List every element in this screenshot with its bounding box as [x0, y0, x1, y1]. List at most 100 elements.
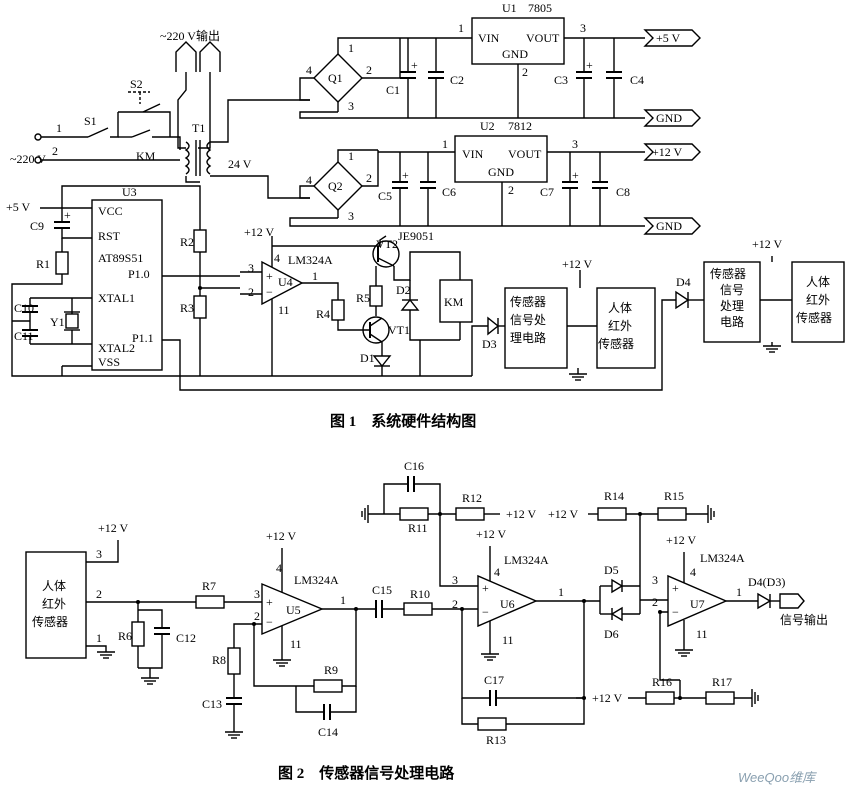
sensor-chain-2: D4 传感器信号处理电路 人体红外传感器 +12 V [675, 237, 845, 353]
vt2-label: VT2 [376, 237, 398, 251]
c9-label: C9 [30, 219, 44, 233]
c1-plus: + [411, 58, 418, 72]
u2-pin1: 1 [442, 137, 448, 151]
fig2-pir-box: 人体红外传感器 [32, 579, 68, 629]
figure-2: 人体红外传感器 3 2 1 +12 V R6 C12 [25, 459, 828, 782]
u5-plus: + [266, 595, 273, 609]
u6-pin11: 11 [502, 633, 514, 647]
q2-label: Q2 [328, 179, 343, 193]
u6-pin2: 2 [452, 597, 458, 611]
pir-sensor-block: 人体红外传感器 3 2 1 +12 V [25, 521, 202, 659]
u5-pin1: 1 [340, 593, 346, 607]
u4-part: LM324A [288, 253, 333, 267]
sensor1-vcc: +12 V [562, 257, 593, 271]
u2-pin2: 2 [508, 183, 514, 197]
u1-label: U1 [502, 1, 517, 15]
transformer-t1: T1 24 V [184, 99, 310, 199]
c3-plus: + [586, 58, 593, 72]
pir-vcc: +12 V [98, 521, 129, 535]
s2-label: S2 [130, 77, 143, 91]
u5-vcc: +12 V [266, 529, 297, 543]
u1-pin2: 2 [522, 65, 528, 79]
u1-part: 7805 [528, 1, 552, 15]
u6-pin1: 1 [558, 585, 564, 599]
u6-pin4: 4 [494, 565, 500, 579]
figure-1: ~220 V输出 1 2 ~220 V S1 S2 KM [6, 1, 845, 430]
c7-plus: + [572, 168, 579, 182]
c15-label: C15 [372, 583, 392, 597]
r15-label: R15 [664, 489, 684, 503]
c7-label: C7 [540, 185, 554, 199]
q1-pin2: 2 [366, 63, 372, 77]
r11-label: R11 [408, 521, 428, 535]
tag-gnd-1: GND [656, 111, 682, 125]
mcu-part: AT89S51 [98, 251, 143, 265]
fig1-caption: 图 1 系统硬件结构图 [330, 412, 476, 430]
r14-vcc: +12 V [548, 507, 579, 521]
bridge-q2: Q2 1 2 3 4 [299, 149, 379, 223]
q1-pin4: 4 [306, 63, 312, 77]
v24-label: 24 V [228, 157, 252, 171]
c6-label: C6 [442, 185, 456, 199]
u7-part: LM324A [700, 551, 745, 565]
u4-pin3: 3 [248, 261, 254, 275]
u5-pin2: 2 [254, 609, 260, 623]
u4-pin1: 1 [312, 269, 318, 283]
u4-pin11: 11 [278, 303, 290, 317]
u5-part: LM324A [294, 573, 339, 587]
d6-label: D6 [604, 627, 619, 641]
r4-label: R4 [316, 307, 330, 321]
tag-5v: +5 V [656, 31, 681, 45]
opamp-u6: + − U6 LM324A 3 2 1 4 11 +12 V [438, 512, 600, 661]
mcu-vcc: VCC [98, 204, 123, 218]
t1-label: T1 [192, 121, 205, 135]
u2-vin: VIN [462, 147, 484, 161]
u2-part: 7812 [508, 119, 532, 133]
tag-gnd-2: GND [656, 219, 682, 233]
d5-d6: D5 D6 [599, 563, 668, 641]
c14-label: C14 [318, 725, 338, 739]
r16-r17: R16 R17 [628, 675, 759, 708]
mcu-5v-label: +5 V [6, 200, 31, 214]
vt1-label: VT1 [388, 323, 410, 337]
ac-input-label: ~220 V [10, 152, 46, 166]
c8-label: C8 [616, 185, 630, 199]
mcu-u3: U3 VCC RST AT89S51 P1.0 XTAL1 P1.1 XTAL2… [6, 185, 676, 391]
bridge-q1: Q1 1 2 3 4 [299, 37, 401, 113]
r5-label: R5 [356, 291, 370, 305]
je9051-label: JE9051 [398, 229, 434, 243]
u6-minus: − [482, 605, 489, 619]
u4-pin4: 4 [274, 251, 280, 265]
u7-pin1: 1 [736, 585, 742, 599]
u2-label: U2 [480, 119, 495, 133]
u5-pin3: 3 [254, 587, 260, 601]
u7-vcc: +12 V [666, 533, 697, 547]
u5-pin11: 11 [290, 637, 302, 651]
pir-pin1: 1 [96, 631, 102, 645]
ac-output-label: ~220 V输出 [160, 28, 220, 43]
mcu-p11: P1.1 [132, 331, 154, 345]
d2-label: D2 [396, 283, 411, 297]
d1-label: D1 [360, 351, 375, 365]
r12-label: R12 [462, 491, 482, 505]
regulator-u1: U1 7805 VIN VOUT GND 1 2 3 + C1 C2 [299, 1, 701, 127]
mcu-xtal2: XTAL2 [98, 341, 135, 355]
u1-vout: VOUT [526, 31, 560, 45]
r2-label: R2 [180, 235, 194, 249]
q2-pin1: 1 [348, 149, 354, 163]
u4-vcc-label: +12 V [244, 225, 275, 239]
r17-label: R17 [712, 675, 732, 689]
y1-label: Y1 [50, 315, 65, 329]
r7-label: R7 [202, 579, 216, 593]
u1-pin3: 3 [580, 21, 586, 35]
u2-gnd: GND [488, 165, 514, 179]
u6-part: LM324A [504, 553, 549, 567]
r7: R7 [195, 579, 262, 609]
sensor-chain-1: 传感器信号处理电路 人体红外传感器 +12 V [504, 257, 656, 381]
q2-pin3: 3 [348, 209, 354, 223]
c5-plus: + [402, 168, 409, 182]
r1-label: R1 [36, 257, 50, 271]
u3-label: U3 [122, 185, 137, 199]
pir-pin2: 2 [96, 587, 102, 601]
u1-gnd: GND [502, 47, 528, 61]
